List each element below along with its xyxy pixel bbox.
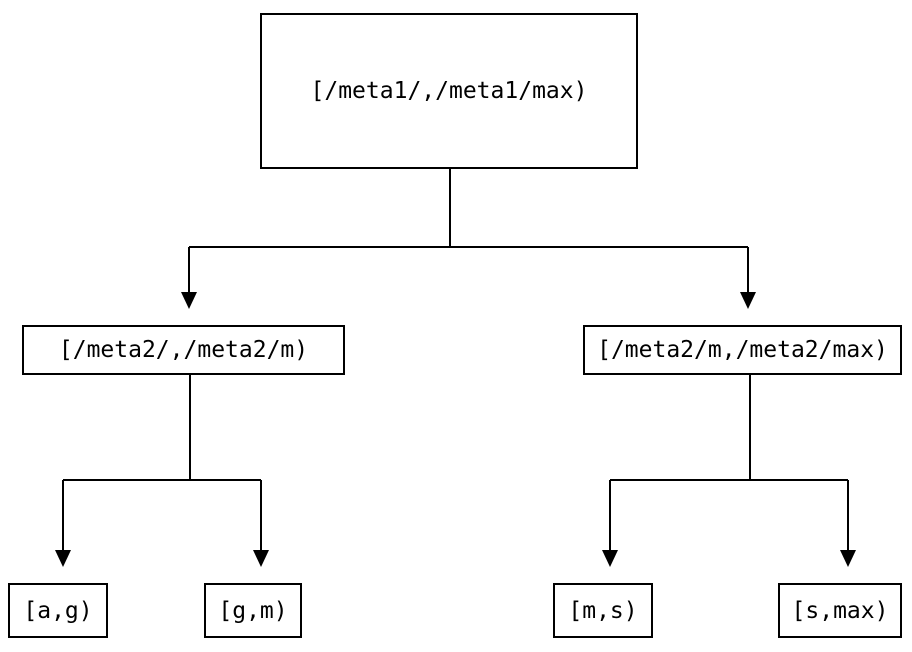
arrowhead-leaf-gm	[253, 550, 269, 567]
node-leaf-g-m: [g,m)	[204, 583, 302, 638]
node-leaf-a-g: [a,g)	[8, 583, 108, 638]
node-meta2-lower-interval: [/meta2/,/meta2/m)	[22, 325, 345, 375]
node-leaf-g-m-label: [g,m)	[218, 597, 288, 624]
node-leaf-s-max-label: [s,max)	[791, 597, 889, 624]
edge-right-children	[609, 375, 849, 550]
node-leaf-m-s-label: [m,s)	[568, 597, 638, 624]
edge-left-children	[62, 375, 262, 550]
arrowhead-leaf-ag	[55, 550, 71, 567]
node-leaf-m-s: [m,s)	[553, 583, 653, 638]
arrowhead-leaf-ms	[602, 550, 618, 567]
arrowhead-left-subtree	[181, 292, 197, 309]
node-root-interval: [/meta1/,/meta1/max)	[260, 13, 638, 169]
node-meta2-lower-label: [/meta2/,/meta2/m)	[58, 337, 309, 363]
edge-root-children	[188, 169, 749, 292]
node-leaf-s-max: [s,max)	[778, 583, 902, 638]
node-meta2-upper-interval: [/meta2/m,/meta2/max)	[583, 325, 902, 375]
node-meta2-upper-label: [/meta2/m,/meta2/max)	[597, 337, 888, 363]
node-leaf-a-g-label: [a,g)	[23, 597, 93, 624]
node-root-label: [/meta1/,/meta1/max)	[310, 78, 588, 104]
arrowhead-leaf-smax	[840, 550, 856, 567]
arrowhead-right-subtree	[740, 292, 756, 309]
